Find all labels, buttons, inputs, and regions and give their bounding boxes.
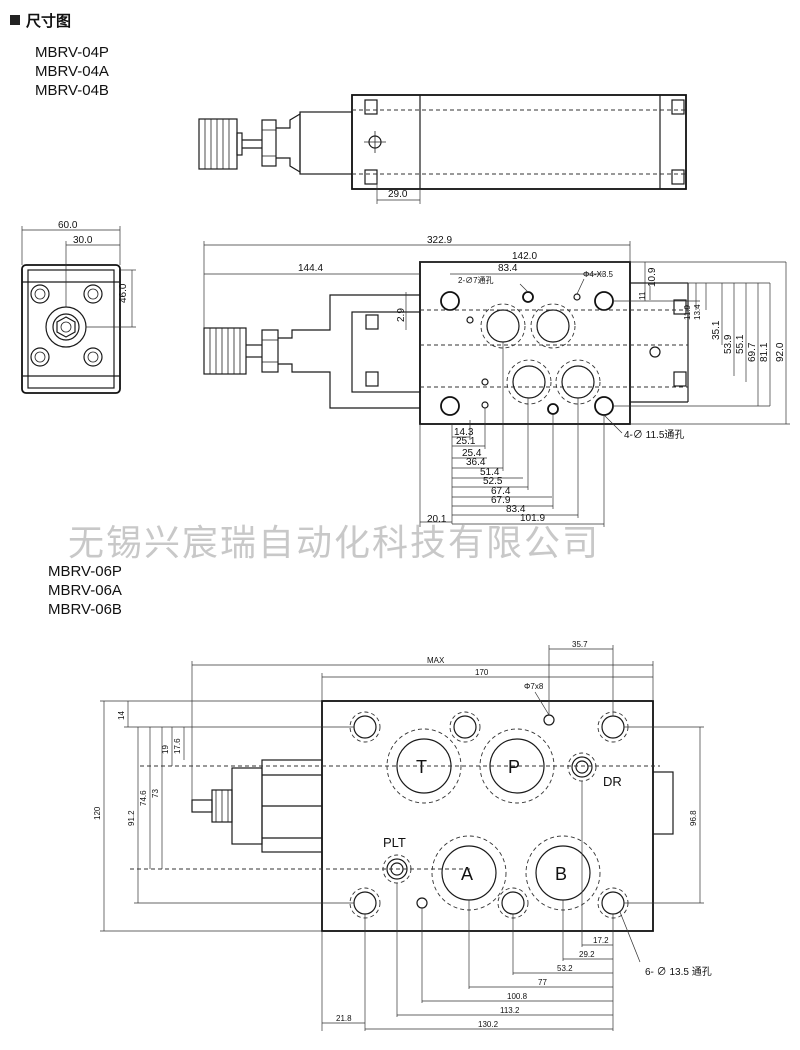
plan-view-06: T P A B DR PLT MAX 170 35.7 Φ7x8 120 14 … bbox=[93, 640, 712, 1031]
port-label: B bbox=[555, 864, 567, 884]
dim-label: 67.9 bbox=[491, 495, 511, 506]
dim-label: 13.4 bbox=[693, 304, 702, 320]
mount-hole bbox=[501, 891, 525, 915]
mount-hole bbox=[601, 715, 625, 739]
dim-label: 144.4 bbox=[298, 263, 323, 274]
dim-label: 29.2 bbox=[579, 950, 595, 959]
dim-label: 170 bbox=[475, 668, 489, 677]
dim-label: 2.9 bbox=[396, 308, 407, 322]
model-name: MBRV-04P bbox=[35, 44, 109, 61]
port-t bbox=[486, 309, 520, 343]
dim-label: 36.4 bbox=[466, 457, 486, 468]
dim-label: 19 bbox=[161, 745, 170, 754]
port-a bbox=[512, 365, 546, 399]
mount-hole bbox=[601, 891, 625, 915]
mount-hole bbox=[594, 291, 614, 311]
dim-label: Φ4-X3.5 bbox=[583, 270, 614, 279]
dim-label: 96.8 bbox=[689, 810, 698, 826]
model-name: MBRV-04A bbox=[35, 63, 109, 80]
port-label: PLT bbox=[383, 835, 406, 850]
dim-label: 10.9 bbox=[647, 267, 658, 287]
dim-label: 25.4 bbox=[462, 448, 482, 459]
dim-label: 91.2 bbox=[127, 810, 136, 826]
end-face bbox=[21, 264, 121, 394]
dim-label: 46.0 bbox=[118, 283, 129, 303]
dim-label: 74.6 bbox=[139, 790, 148, 806]
dim-label: 14.3 bbox=[454, 427, 474, 438]
side-view-04: 29.0 bbox=[198, 94, 687, 204]
watermark: 无锡兴宸瑞自动化科技有限公司 bbox=[68, 522, 601, 563]
model-name: MBRV-06A bbox=[48, 582, 122, 599]
square-bullet-icon bbox=[10, 15, 20, 25]
model-name: MBRV-04B bbox=[35, 82, 109, 99]
dim-label: 53.9 bbox=[723, 334, 734, 354]
mount-hole bbox=[440, 396, 460, 416]
dim-label: 92.0 bbox=[775, 342, 786, 362]
port-dr bbox=[571, 756, 593, 778]
dim-label: 17.6 bbox=[173, 738, 182, 754]
dim-label: 130.2 bbox=[478, 1020, 499, 1029]
page-title: 尺寸图 bbox=[26, 12, 72, 30]
port-label: DR bbox=[603, 774, 622, 789]
dim-label: 30.0 bbox=[73, 235, 93, 246]
mount-hole bbox=[353, 715, 377, 739]
lock-nut bbox=[261, 119, 277, 167]
port-b bbox=[561, 365, 595, 399]
plan-view-04: 322.9 142.0 144.4 83.4 2-∅7通孔 Φ4-X3.5 10… bbox=[203, 235, 790, 527]
dim-label: 142.0 bbox=[512, 251, 537, 262]
port-label: P bbox=[508, 757, 520, 777]
port-label: T bbox=[416, 757, 427, 777]
dim-label: 29.0 bbox=[388, 189, 408, 200]
dim-label: 73 bbox=[151, 789, 160, 798]
dim-label: Φ7x8 bbox=[524, 682, 544, 691]
dim-label: 67.4 bbox=[491, 486, 511, 497]
dim-label: 81.1 bbox=[759, 342, 770, 362]
dim-label: 322.9 bbox=[427, 235, 452, 246]
dim-label: 2-∅7通孔 bbox=[458, 275, 494, 285]
dim-label: 4-∅ 11.5通孔 bbox=[624, 429, 684, 441]
model-list-06: MBRV-06P MBRV-06A MBRV-06B bbox=[48, 562, 122, 619]
dim-label: 113.2 bbox=[500, 1006, 520, 1015]
model-list-04: MBRV-04P MBRV-04A MBRV-04B bbox=[35, 43, 109, 100]
dim-label: 6- ∅ 13.5 通孔 bbox=[645, 966, 712, 978]
dim-label: 51.4 bbox=[480, 467, 500, 478]
mount-hole bbox=[440, 291, 460, 311]
dim-label: 17.2 bbox=[593, 936, 609, 945]
dim-label: 35.7 bbox=[572, 640, 588, 649]
dim-label: 55.1 bbox=[735, 334, 746, 354]
dim-label: 20.1 bbox=[427, 514, 447, 525]
dim-label: MAX bbox=[427, 656, 445, 665]
dim-label: 25.1 bbox=[456, 436, 476, 447]
dim-label: 120 bbox=[93, 806, 102, 820]
mount-hole bbox=[594, 396, 614, 416]
dim-label: 60.0 bbox=[58, 220, 78, 231]
dim-label: 83.4 bbox=[506, 504, 526, 515]
dim-label: 52.5 bbox=[483, 476, 503, 487]
port-p bbox=[536, 309, 570, 343]
mount-hole bbox=[353, 891, 377, 915]
dim-label: 77 bbox=[538, 978, 547, 987]
dim-label: 11 bbox=[638, 291, 647, 300]
model-name: MBRV-06P bbox=[48, 563, 122, 580]
model-name: MBRV-06B bbox=[48, 601, 122, 618]
valve-body bbox=[351, 94, 687, 190]
dim-label: 83.4 bbox=[498, 263, 518, 274]
dim-label: 11.9 bbox=[683, 304, 692, 320]
end-view-04: 60.0 30.0 46.0 bbox=[21, 220, 136, 394]
mount-hole bbox=[453, 715, 477, 739]
dim-label: 53.2 bbox=[557, 964, 573, 973]
dim-label: 21.8 bbox=[336, 1014, 352, 1023]
lock-nut bbox=[261, 329, 279, 373]
dim-label: 14 bbox=[117, 711, 126, 720]
dim-label: 101.9 bbox=[520, 513, 545, 524]
page-header: 尺寸图 bbox=[10, 8, 71, 32]
dim-label: 35.1 bbox=[711, 320, 722, 340]
bonnet bbox=[299, 111, 353, 175]
dim-label: 69.7 bbox=[747, 342, 758, 362]
adjust-knob bbox=[203, 327, 247, 375]
port-label: A bbox=[461, 864, 473, 884]
dim-label: 100.8 bbox=[507, 992, 528, 1001]
